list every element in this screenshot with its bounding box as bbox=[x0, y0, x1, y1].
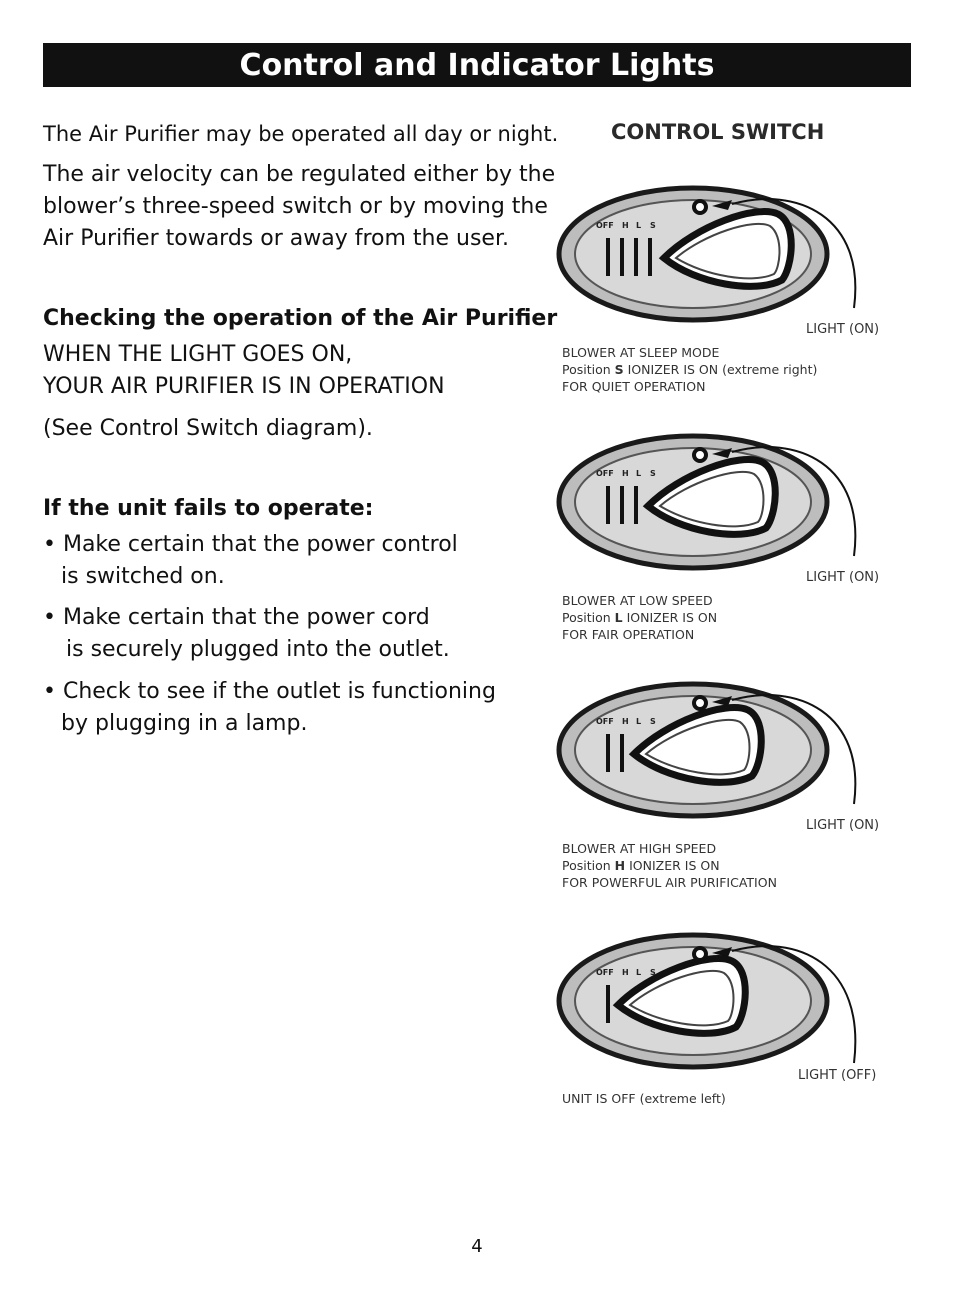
bullet-line: by plugging in a lamp. bbox=[61, 711, 308, 736]
page-number: 4 bbox=[471, 1236, 483, 1257]
fails-heading: If the unit fails to operate: bbox=[43, 496, 374, 521]
caption-ionizer: IONIZER IS ON bbox=[626, 610, 718, 625]
light-label: LIGHT (ON) bbox=[806, 322, 880, 337]
arrow-icon bbox=[712, 448, 732, 458]
bullet-line: • Make certain that the power control bbox=[43, 532, 458, 557]
intro-paragraph-line: Air Purifier towards or away from the us… bbox=[43, 226, 509, 251]
caption-line: FOR QUIET OPERATION bbox=[562, 379, 706, 394]
caption-ionizer: IONIZER IS ON bbox=[629, 858, 720, 873]
indicator-light-icon bbox=[692, 447, 708, 463]
caption-line: UNIT IS OFF (extreme left) bbox=[562, 1091, 726, 1106]
control-switch-diagram-sleep: OFF H L S bbox=[556, 185, 857, 323]
arrow-icon bbox=[712, 200, 732, 210]
checking-lines: WHEN THE LIGHT GOES ON, YOUR AIR PURIFIE… bbox=[43, 339, 445, 403]
control-switch-diagram-high: OFF H L S bbox=[556, 681, 857, 819]
switch-label-off: OFF bbox=[596, 717, 614, 726]
caption-line: BLOWER AT HIGH SPEED bbox=[562, 841, 717, 856]
switch-label-s: S bbox=[650, 968, 656, 977]
caption-position: Position bbox=[562, 610, 611, 625]
fails-bullet-1: • Make certain that the power control is… bbox=[43, 529, 458, 593]
switch-label-h: H bbox=[622, 968, 629, 977]
indicator-light-icon bbox=[692, 946, 708, 962]
caption-line: FOR POWERFUL AIR PURIFICATION bbox=[562, 875, 777, 890]
switch-label-off: OFF bbox=[596, 469, 614, 478]
diagram-caption: BLOWER AT SLEEP MODE Position S IONIZER … bbox=[562, 344, 817, 395]
caption-line: BLOWER AT SLEEP MODE bbox=[562, 345, 720, 360]
switch-label-off: OFF bbox=[596, 968, 614, 977]
caption-line: BLOWER AT LOW SPEED bbox=[562, 593, 713, 608]
caption-line: Position S IONIZER IS ON (extreme right) bbox=[562, 361, 817, 378]
page-title: Control and Indicator Lights bbox=[43, 43, 911, 87]
checking-see: (See Control Switch diagram). bbox=[43, 416, 373, 441]
fails-bullet-2: • Make certain that the power cord is se… bbox=[43, 602, 450, 666]
checking-heading: Checking the operation of the Air Purifi… bbox=[43, 306, 558, 331]
control-switch-diagram-low: OFF H L S bbox=[556, 433, 857, 571]
bullet-line: • Check to see if the outlet is function… bbox=[43, 679, 496, 704]
bullet-line: is securely plugged into the outlet. bbox=[66, 637, 450, 662]
caption-ionizer: IONIZER IS ON (extreme right) bbox=[627, 362, 818, 377]
intro-paragraph-line: The air velocity can be regulated either… bbox=[43, 162, 556, 187]
intro-paragraph: The air velocity can be regulated either… bbox=[43, 159, 555, 255]
bullet-line: • Make certain that the power cord bbox=[43, 605, 430, 630]
checking-line: WHEN THE LIGHT GOES ON, bbox=[43, 342, 353, 367]
diagram-caption: BLOWER AT HIGH SPEED Position H IONIZER … bbox=[562, 840, 777, 891]
light-label: LIGHT (ON) bbox=[806, 570, 880, 585]
arrow-icon bbox=[712, 947, 732, 957]
fails-bullet-3: • Check to see if the outlet is function… bbox=[43, 676, 496, 740]
bullet-line: is switched on. bbox=[61, 564, 225, 589]
diagram-caption: BLOWER AT LOW SPEED Position L IONIZER I… bbox=[562, 592, 717, 643]
caption-position-letter: H bbox=[614, 858, 626, 873]
control-switch-diagram-off: OFF H L S bbox=[556, 932, 857, 1070]
light-label: LIGHT (ON) bbox=[806, 818, 880, 833]
switch-label-l: L bbox=[636, 221, 641, 230]
light-label: LIGHT (OFF) bbox=[798, 1068, 877, 1083]
caption-line: Position H IONIZER IS ON bbox=[562, 857, 777, 874]
switch-label-h: H bbox=[622, 469, 629, 478]
caption-line: FOR FAIR OPERATION bbox=[562, 627, 695, 642]
checking-line: YOUR AIR PURIFIER IS IN OPERATION bbox=[43, 374, 445, 399]
caption-line: Position L IONIZER IS ON bbox=[562, 609, 717, 626]
caption-position-letter: L bbox=[614, 610, 623, 625]
caption-position: Position bbox=[562, 362, 611, 377]
control-switch-title: CONTROL SWITCH bbox=[611, 120, 825, 144]
page-title-text: Control and Indicator Lights bbox=[239, 47, 715, 83]
switch-label-l: L bbox=[636, 469, 641, 478]
indicator-light-icon bbox=[692, 199, 708, 215]
switch-label-l: L bbox=[636, 968, 641, 977]
switch-label-s: S bbox=[650, 469, 656, 478]
intro-line: The Air Purifier may be operated all day… bbox=[43, 122, 559, 146]
switch-label-off: OFF bbox=[596, 221, 614, 230]
switch-label-s: S bbox=[650, 221, 656, 230]
intro-paragraph-line: blower’s three-speed switch or by moving… bbox=[43, 194, 548, 219]
caption-position-letter: S bbox=[614, 362, 624, 377]
indicator-light-icon bbox=[692, 695, 708, 711]
caption-position: Position bbox=[562, 858, 611, 873]
switch-label-s: S bbox=[650, 717, 656, 726]
diagram-caption: UNIT IS OFF (extreme left) bbox=[562, 1090, 726, 1107]
arrow-icon bbox=[712, 696, 732, 706]
switch-label-h: H bbox=[622, 717, 629, 726]
switch-label-l: L bbox=[636, 717, 641, 726]
switch-label-h: H bbox=[622, 221, 629, 230]
